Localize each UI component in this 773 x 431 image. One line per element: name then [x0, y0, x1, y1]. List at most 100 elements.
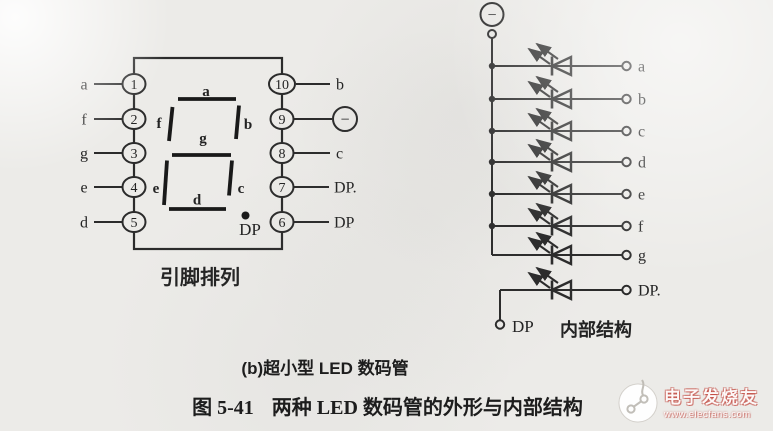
segment-label-b: b	[244, 117, 252, 133]
branch-label: c	[638, 124, 645, 141]
terminal-node	[621, 156, 632, 168]
branch-label: d	[638, 155, 646, 172]
watermark-brand: 电子发烧友	[664, 387, 759, 407]
led-diode-icon	[529, 233, 571, 265]
minus-icon: −	[340, 112, 349, 129]
terminal-node	[621, 249, 632, 261]
internal-structure-diagram: − a b	[479, 2, 661, 340]
junction-dot	[488, 62, 496, 70]
pin-label: g	[80, 146, 88, 163]
branch-label: b	[638, 92, 646, 109]
segment-b	[234, 105, 241, 140]
junction-dot	[488, 95, 496, 103]
pin-2: f 2	[81, 108, 147, 130]
branch-label: DP.	[638, 283, 661, 300]
junction-dot	[488, 127, 496, 135]
watermark-text: 电子发烧友 www.elecfans.com	[664, 383, 759, 420]
seven-segment-display	[162, 97, 250, 220]
led-diode-icon	[529, 268, 571, 300]
pin-9: − 9	[269, 106, 358, 132]
dp-terminal-node	[494, 319, 506, 330]
segment-letter-labels: a f b g e c d DP	[153, 84, 261, 239]
pin-circle	[268, 73, 296, 95]
junction-dot	[488, 222, 496, 230]
branch-label: f	[638, 219, 644, 236]
subfigure-caption-text: (b)超小型 LED 数码管	[241, 359, 409, 378]
pin-label: f	[81, 112, 87, 129]
pin-label: a	[80, 77, 87, 94]
pin-label: e	[80, 180, 87, 197]
pin-7: DP. 7	[269, 176, 357, 198]
led-branch-e: e	[488, 172, 645, 204]
watermark-url: www.elecfans.com	[664, 408, 751, 420]
junction-dot	[488, 190, 496, 198]
pin-number: 3	[131, 147, 138, 162]
segment-label-g: g	[199, 131, 207, 147]
watermark: 电子发烧友 www.elecfans.com	[616, 376, 773, 426]
decimal-point-dot	[241, 211, 250, 220]
pin-number: 9	[279, 113, 286, 128]
pin-circle	[269, 108, 295, 130]
segment-label-dp: DP	[239, 220, 261, 239]
segment-c	[227, 160, 234, 196]
led-branch-b: b	[488, 77, 646, 109]
led-branch-d: d	[488, 140, 646, 172]
terminal-node	[621, 93, 632, 105]
pin-number: 2	[131, 113, 138, 128]
pin-circle	[269, 211, 295, 233]
figure-title: 两种 LED 数码管的外形与内部结构	[271, 397, 583, 419]
segment-f	[167, 106, 175, 142]
segment-label-c: c	[238, 181, 245, 197]
junction-dot	[488, 158, 496, 166]
led-diode-icon	[529, 204, 571, 236]
segment-label-a: a	[202, 84, 210, 100]
pin-label: c	[336, 146, 343, 163]
led-diode-icon	[529, 140, 571, 172]
pin-circle	[269, 176, 295, 198]
terminal-node	[621, 125, 632, 137]
common-cathode-icon	[332, 106, 358, 132]
pin-label: DP.	[334, 180, 357, 197]
pin-4: e 4	[80, 176, 147, 198]
led-branch-g: g	[492, 233, 646, 265]
subfigure-caption: (b)超小型 LED 数码管	[150, 354, 500, 379]
pin-number: 8	[279, 147, 286, 162]
pin-10: b 10	[268, 73, 344, 95]
pin-number: 4	[131, 181, 138, 196]
pinout-diagram: a 1 f 2 g 3 e 4	[80, 56, 358, 289]
minus-icon: −	[487, 7, 496, 24]
elecfans-logo-icon	[618, 379, 658, 423]
pin-circle	[121, 142, 147, 164]
internal-caption: 内部结构	[560, 319, 632, 340]
figure-caption: 图 5-41 两种 LED 数码管的外形与内部结构	[140, 391, 635, 420]
led-branch-a: a	[488, 44, 645, 76]
pin-circle	[121, 176, 147, 198]
pin-label: DP	[334, 215, 355, 232]
pinout-caption: 引脚排列	[160, 265, 240, 289]
branch-label: g	[638, 248, 646, 265]
common-terminal-node	[487, 29, 497, 39]
led-branch-f: f	[488, 204, 644, 236]
pin-circle	[269, 142, 295, 164]
led-branch-c: c	[488, 109, 645, 141]
segment-label-d: d	[193, 193, 202, 209]
segment-e	[162, 160, 169, 206]
led-diode-icon	[529, 109, 571, 141]
led-diode-icon	[529, 44, 571, 76]
pin-label: d	[80, 215, 88, 232]
pin-circle	[121, 211, 147, 233]
figure-number: 图 5-41	[192, 397, 254, 419]
terminal-node	[621, 220, 632, 232]
pin-5: d 5	[80, 211, 147, 233]
dp-terminal-label: DP	[512, 317, 534, 336]
pin-8: c 8	[269, 142, 343, 164]
pin-label: b	[336, 77, 344, 94]
pin-circle	[121, 73, 147, 95]
pin-number: 7	[279, 181, 286, 196]
terminal-node	[621, 284, 632, 296]
segment-label-e: e	[153, 181, 160, 197]
pin-circle	[121, 108, 147, 130]
pin-number: 10	[275, 78, 289, 93]
